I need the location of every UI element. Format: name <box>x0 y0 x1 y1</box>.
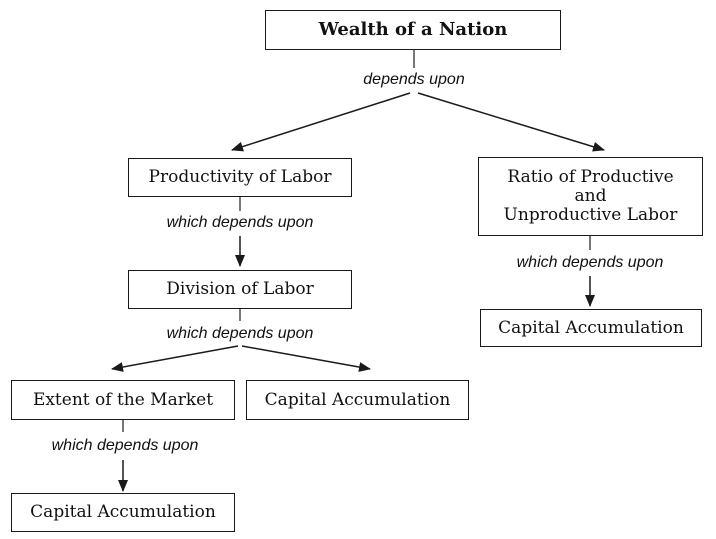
node-label: Extent of the Market <box>32 389 214 410</box>
edge-label-division-children: which depends upon <box>166 325 314 342</box>
node-label-line-2: and <box>574 186 607 207</box>
node-label: Capital Accumulation <box>264 389 451 410</box>
node-capital-accumulation-bottom: Capital Accumulation <box>11 493 235 532</box>
node-wealth-of-a-nation: Wealth of a Nation <box>265 10 561 50</box>
node-capital-accumulation-mid: Capital Accumulation <box>246 380 469 420</box>
edge-label-extent-capital: which depends upon <box>51 437 199 454</box>
node-label: Wealth of a Nation <box>318 19 508 41</box>
edge-label-ratio-capital: which depends upon <box>516 254 664 271</box>
node-productivity-of-labor: Productivity of Labor <box>128 158 352 197</box>
edge-label-depends-upon: depends upon <box>363 71 465 88</box>
node-label-line-3: Unproductive Labor <box>503 204 678 225</box>
arrow-to-capital-mid <box>241 345 371 372</box>
node-extent-of-the-market: Extent of the Market <box>11 380 235 420</box>
edge-label-productivity-division: which depends upon <box>166 214 314 231</box>
node-capital-accumulation-right: Capital Accumulation <box>480 309 702 347</box>
node-label: Capital Accumulation <box>498 317 684 338</box>
arrow-to-extent <box>111 345 239 372</box>
node-label: Capital Accumulation <box>30 502 216 523</box>
arrow-to-productivity <box>231 92 411 152</box>
node-label-line-1: Ratio of Productive <box>507 167 674 188</box>
node-label: Productivity of Labor <box>148 167 332 188</box>
arrow-to-ratio <box>417 92 605 152</box>
node-ratio-productive-unproductive: Ratio of Productive and Unproductive Lab… <box>478 157 703 236</box>
node-division-of-labor: Division of Labor <box>128 270 352 309</box>
node-label: Division of Labor <box>166 279 314 300</box>
